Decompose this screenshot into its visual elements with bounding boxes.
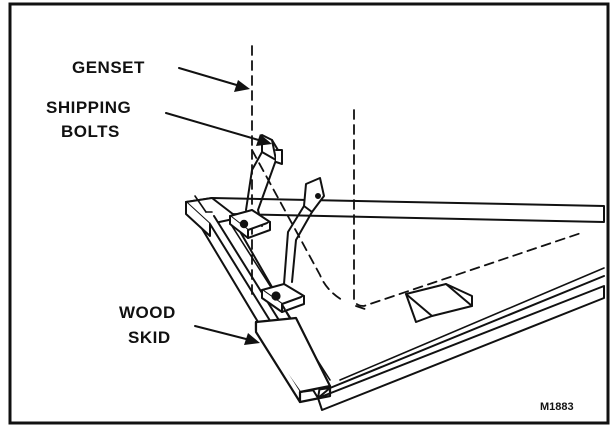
figure-id: M1883 [540, 401, 574, 413]
wood-skid [185, 195, 605, 411]
skid-arrowhead [244, 333, 260, 345]
genset-leader [178, 67, 241, 87]
label-wood: WOOD [119, 303, 176, 322]
label-bolts: BOLTS [61, 122, 120, 141]
genset-arrowhead [234, 80, 250, 92]
label-genset: GENSET [72, 58, 145, 77]
leader-arrows [165, 67, 263, 341]
label-shipping: SHIPPING [46, 98, 131, 117]
bolts-arrowhead [256, 134, 272, 146]
label-skid: SKID [128, 328, 171, 347]
shipping-bracket-front [261, 177, 325, 313]
skid-leader [194, 325, 251, 341]
bolts-leader [165, 112, 263, 142]
